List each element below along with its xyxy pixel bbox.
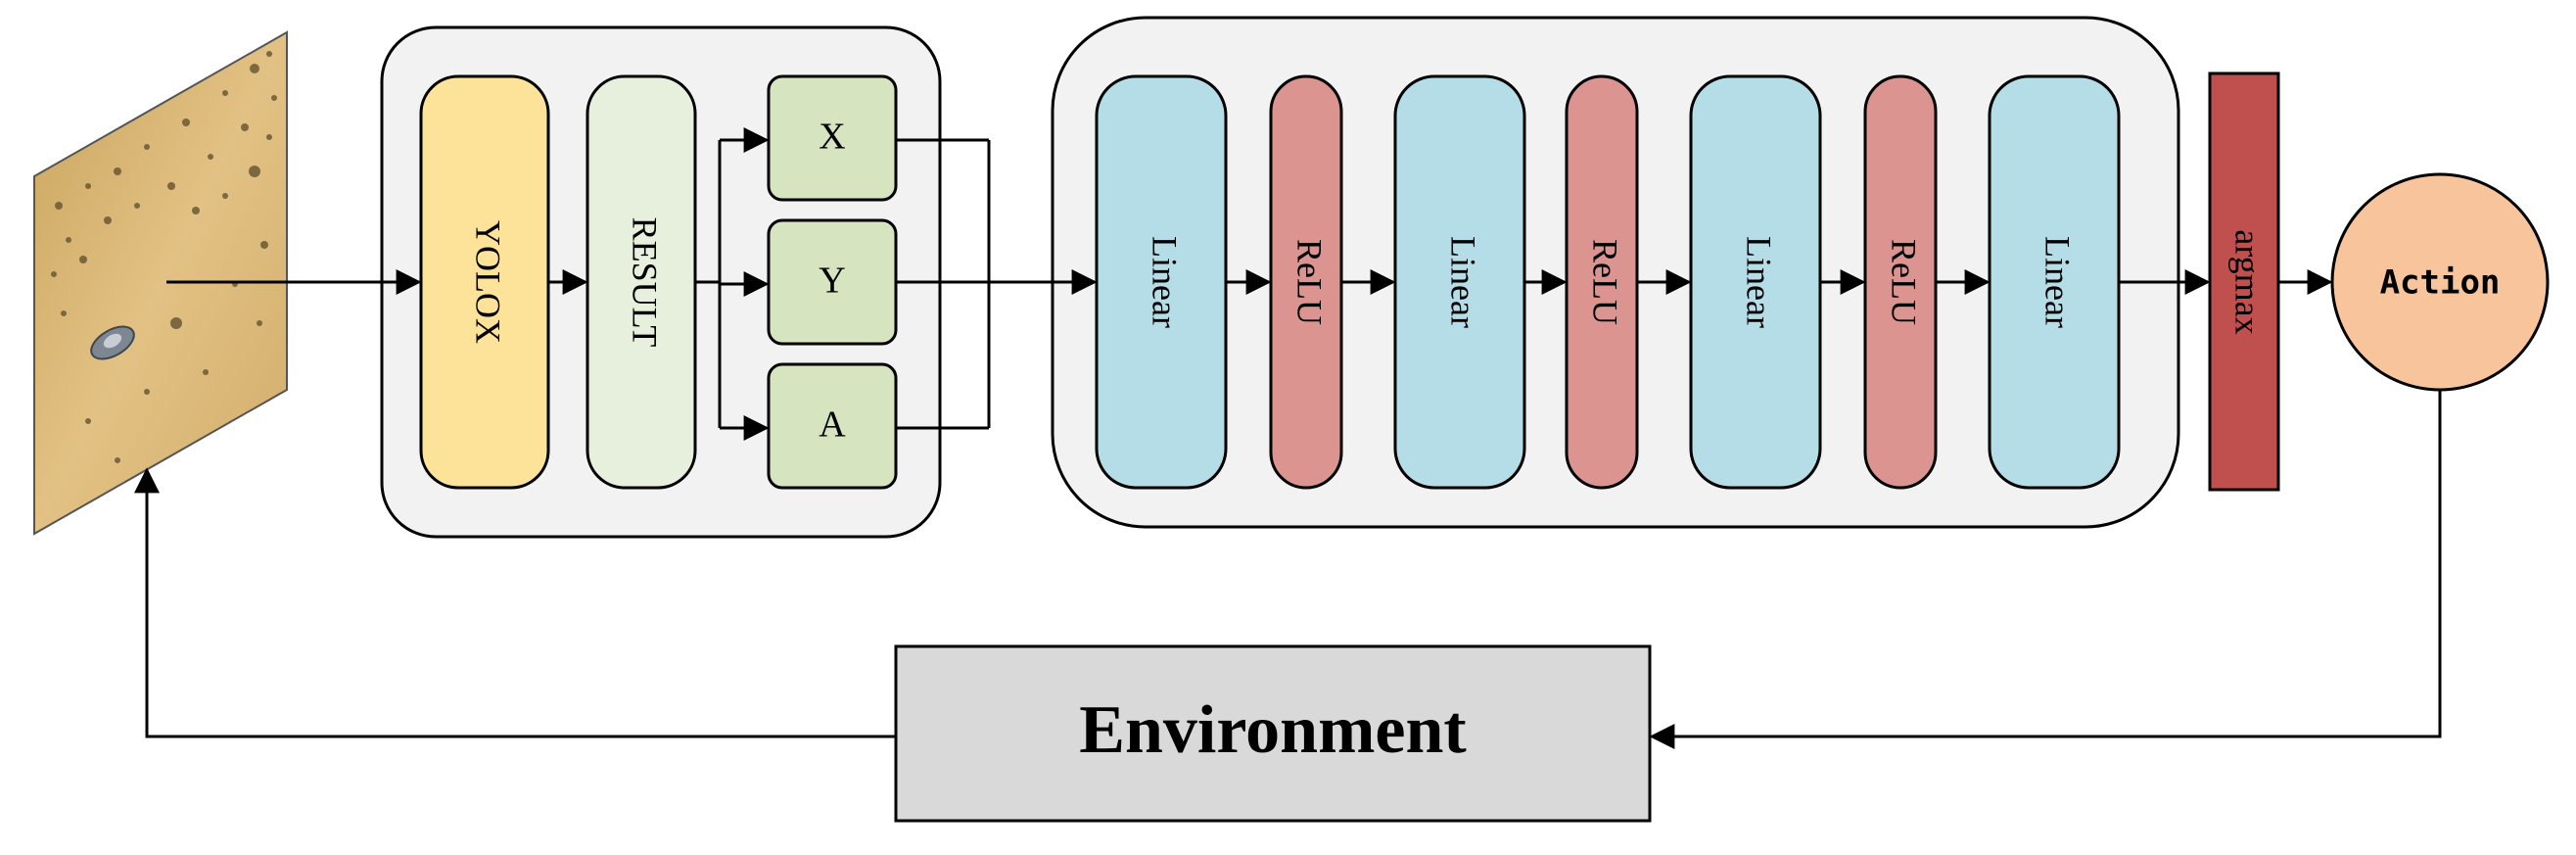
arrow-environment-to-image [134,467,896,738]
linear-layer-3-label: Linear [1740,236,1779,328]
a-output-label: A [819,404,846,446]
relu-layer-1-label: ReLU [1290,239,1330,325]
relu-layer-3-label: ReLU [1885,239,1924,325]
linear-layer-2-label: Linear [1444,236,1483,328]
y-output-label: Y [819,261,845,302]
environment-block [894,644,1652,823]
connectors [134,127,2442,749]
aerial-desert-vehicle-image-icon [51,51,277,463]
result-label: RESULT [626,217,665,348]
environment-label: Environment [1079,692,1466,768]
arrow-action-to-environment [1649,390,2442,749]
observation-image [33,30,288,536]
argmax-label: argmax [2228,229,2268,334]
linear-layer-4-label: Linear [2038,236,2078,328]
yolox-label: YOLOX [469,220,508,344]
x-output-label: X [819,117,845,158]
action-label: Action [2380,263,2501,303]
relu-layer-2-label: ReLU [1586,239,1625,325]
linear-layer-1-label: Linear [1146,236,1185,328]
